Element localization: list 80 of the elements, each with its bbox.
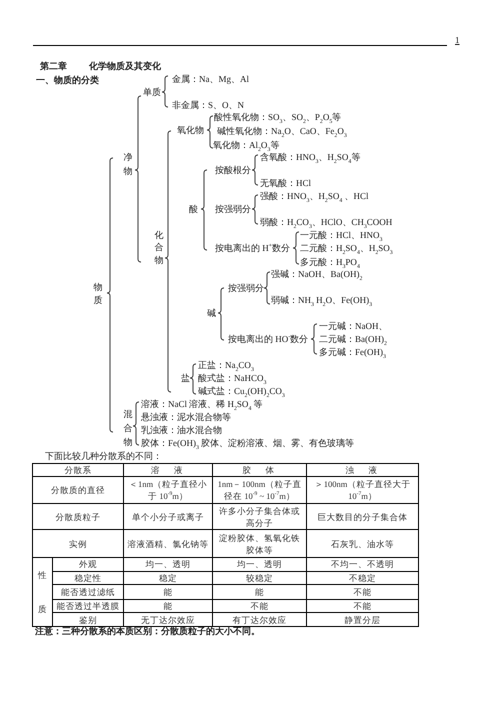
example-list: 氧化物：Al$_{2}$O$_{3}$等 [213, 140, 280, 150]
category-label: 盐 [181, 372, 190, 384]
table-cell: 不均一、不透明 [306, 558, 418, 572]
table-cell: 不能 [306, 599, 418, 613]
example-list: 胶体：Fe(OH)$_{3}$ 胶体、淀粉溶液、烟、雾、有色玻璃等 [141, 438, 354, 448]
example-list: 碱式盐：Cu$_{2}$(OH)$_{2}$CO$_{3}$ [198, 386, 285, 396]
table-cell: 1nm－100nm（粒子直径在 10$^{-9}$ ~ 10$^{-7}$m） [212, 476, 306, 504]
example-list: 酸式盐：NaHCO$_{3}$ [198, 372, 266, 384]
category-label: 按酸根分 [215, 164, 251, 176]
table-cell: 溶液酒精、氯化钠等 [124, 530, 212, 558]
table-cell: 较稳定 [212, 571, 306, 585]
table-cell: 均一、透明 [124, 558, 212, 572]
table-cell: 静置分层 [306, 612, 418, 626]
chapter-heading: 第二章 化学物质及其变化 [40, 61, 162, 72]
table-cell: 许多小分子集合体或高分子 [212, 504, 306, 530]
example-list: 弱碱：NH$_{3}$ H$_{2}$O、Fe(OH)$_{3}$ [271, 294, 372, 306]
example-list: 悬浊液：泥水混合物等 [141, 412, 231, 422]
row-header: 实例 [32, 530, 124, 558]
intro-text: 下面比较几种分散系的不同： [45, 450, 162, 462]
example-list: 酸性氧化物：SO$_{3}$、SO$_{2}$、P$_{2}$O$_{5}$等 [214, 112, 342, 122]
table-cell: 巨大数目的分子集合体 [306, 504, 418, 530]
table-cell: 能 [124, 584, 212, 600]
table-cell: 不能 [212, 599, 306, 613]
example-list: 正盐：Na$_{2}$CO$_{3}$ [198, 360, 254, 370]
example-list: 金属：Na、Mg、Al [172, 74, 249, 84]
table-cell: ＞100nm（粒子直径大于 10$^{-7}$m） [306, 476, 418, 504]
table-cell: 有丁达尔效应 [212, 612, 306, 626]
row-header: 鉴别 [52, 612, 124, 626]
example-list: 多元酸：H$_{3}$PO$_{4}$ [300, 256, 360, 268]
category-label: 氧化物 [177, 124, 204, 136]
row-header: 能否透过滤纸 [52, 584, 124, 600]
row-header: 外观 [52, 558, 124, 572]
category-label: 单质 [143, 86, 161, 98]
table-cell: 淀粉胶体、氢氧化铁胶体等 [212, 530, 306, 558]
row-header: 能否透过半透膜 [52, 599, 124, 613]
category-label: 净物 [123, 151, 133, 178]
category-label: 碱 [207, 308, 216, 318]
example-list: 多元碱：Fe(OH)$_{3}$ [319, 346, 386, 358]
column-header: 分散系 [32, 464, 124, 476]
row-header: 分散质粒子 [32, 504, 124, 530]
example-list: 弱酸：H$_{2}$CO$_{3}$、HClO、CH$_{3}$COOH [260, 216, 392, 228]
table-cell: 能 [212, 584, 306, 600]
row-header: 稳定性 [52, 571, 124, 585]
category-label: 按电离出的 H$^{+}$数分 [215, 242, 290, 254]
example-list: 碱性氧化物：Na$_{2}$O、CaO、Fe$_{2}$O$_{3}$ [217, 126, 347, 136]
category-label: 混合物 [123, 408, 133, 449]
category-label: 物质 [93, 280, 103, 306]
example-list: 一元碱：NaOH、 [319, 320, 388, 332]
table-cell: 能 [124, 599, 212, 613]
column-header: 浊液 [306, 464, 418, 476]
column-header: 胶体 [212, 464, 306, 476]
example-list: 二元碱：Ba(OH)$_{2}$ [319, 334, 387, 344]
category-label: 按电离出的 HO$^{-}$数分 [228, 334, 308, 344]
table-cell: 均一、透明 [212, 558, 306, 572]
example-list: 强酸：HNO$_{3}$、H$_{2}$SO$_{4}$ 、HCl [260, 190, 369, 202]
table-cell: 不稳定 [306, 571, 418, 585]
category-label: 化合物 [154, 228, 164, 266]
example-list: 含氧酸：HNO$_{3}$、H$_{2}$SO$_{4}$等 [260, 152, 360, 162]
table-cell: 石灰乳、油水等 [306, 530, 418, 558]
table-cell: 无丁达尔效应 [124, 612, 212, 626]
category-label: 酸 [189, 204, 198, 214]
column-header: 溶液 [124, 464, 212, 476]
table-cell: 单个小分子或离子 [124, 504, 212, 530]
category-label: 按强弱分 [215, 204, 251, 214]
example-list: 强碱：NaOH、Ba(OH)$_{2}$ [271, 268, 362, 280]
example-list: 一元酸：HCl、HNO$_{3}$ [300, 230, 382, 240]
table-cell: 不能 [306, 584, 418, 600]
example-list: 二元酸：H$_{2}$SO$_{4}$、H$_{2}$SO$_{3}$ [300, 242, 393, 254]
example-list: 无氧酸：HCl [260, 178, 312, 188]
note-text: 注意：三种分散系的本质区别：分散质粒子的大小不同。 [35, 626, 260, 637]
example-list: 乳浊液：油水混合物 [141, 424, 222, 436]
section-heading: 一、物质的分类 [36, 74, 99, 86]
example-list: 溶液：NaCl 溶液、稀 H$_{2}$SO$_{4}$ 等 [141, 398, 263, 410]
category-label: 按强弱分 [228, 282, 264, 294]
row-header: 分散质的直径 [32, 476, 124, 504]
row-header: 性质 [32, 558, 52, 626]
example-list: 非金属：S、O、N [172, 100, 244, 110]
table-cell: ＜1nm（粒子直径小于 10$^{-9}$m） [124, 476, 212, 504]
page-number: 1 [455, 34, 460, 46]
table-cell: 稳定 [124, 571, 212, 585]
